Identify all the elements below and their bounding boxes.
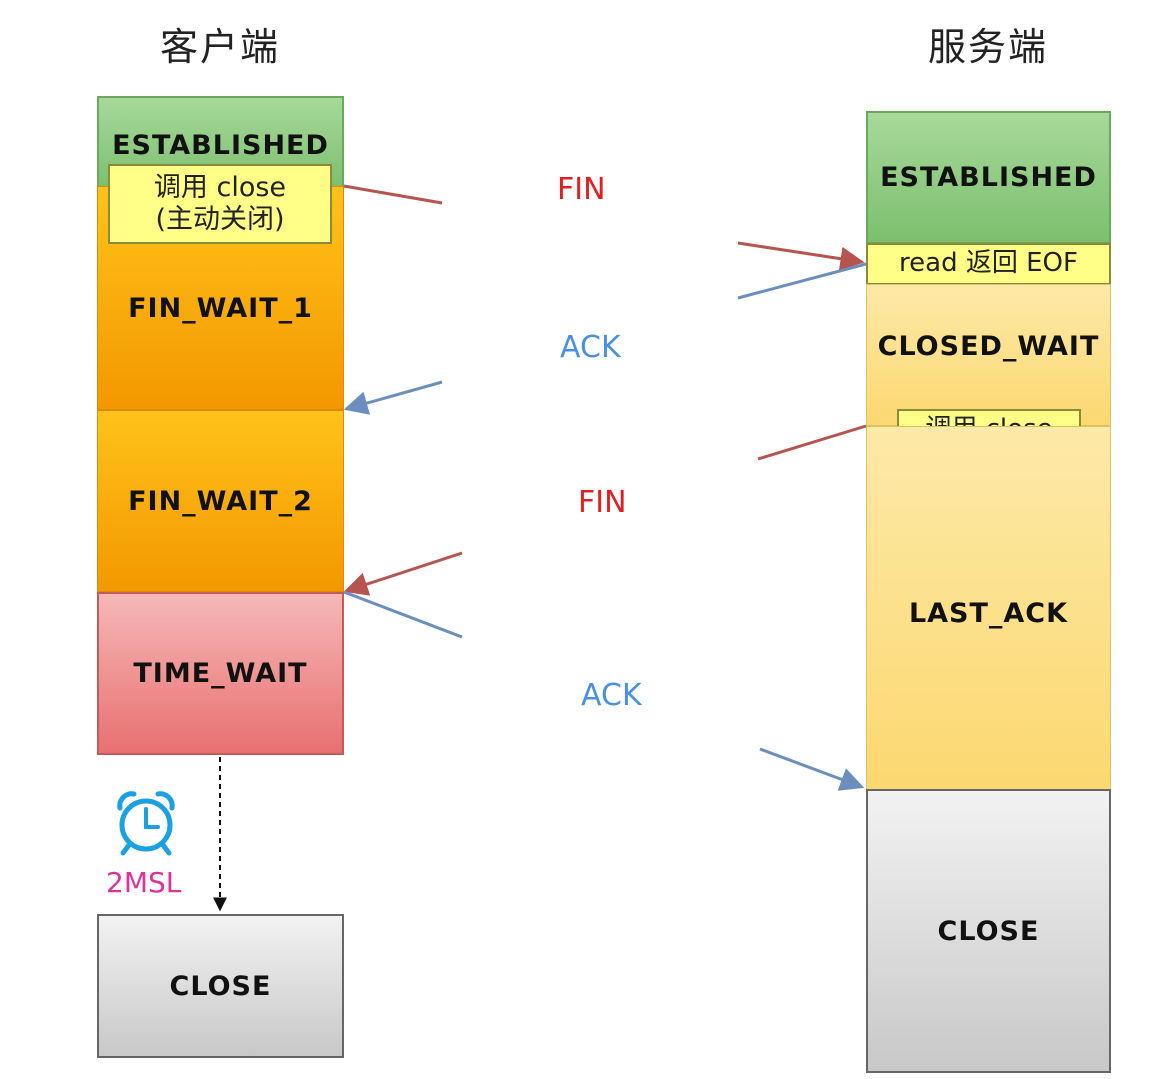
alarm-clock-icon [117,791,175,856]
client-state-fin-wait-2: FIN_WAIT_2 [97,410,344,592]
server-state-close: CLOSE [866,789,1111,1073]
ack-1-line-end [343,380,443,415]
ack-1-line-start [737,262,867,300]
client-close-note-line1: 调用 close [153,171,287,203]
client-title: 客户端 [160,25,281,69]
client-established-label: ESTABLISHED [112,130,329,161]
timer-label: 2MSL [106,866,182,899]
server-state-closed-wait: CLOSED_WAIT [866,284,1111,426]
fin-1-line-end [737,241,865,271]
fin-label-1: FIN [557,172,606,207]
client-fin-wait-2-label: FIN_WAIT_2 [128,485,313,517]
ack-label-1: ACK [560,330,621,365]
client-time-wait-label: TIME_WAIT [133,658,308,689]
ack-2-line-end [759,747,865,791]
ack-label-2: ACK [581,678,642,713]
client-close-note: 调用 close (主动关闭) [108,164,332,244]
fin-1-line-start [343,184,443,205]
fin-2-line-end [343,551,463,596]
server-state-established: ESTABLISHED [866,111,1111,244]
client-fin-wait-1-label: FIN_WAIT_1 [128,292,313,324]
server-state-last-ack: LAST_ACK [866,426,1111,790]
fin-2-line-start [757,424,867,461]
server-title: 服务端 [928,25,1049,69]
server-established-label: ESTABLISHED [880,162,1097,193]
server-read-eof-label: read 返回 EOF [899,248,1078,279]
server-closed-wait-label: CLOSED_WAIT [877,331,1100,362]
server-close-label: CLOSE [937,915,1040,947]
client-close-label: CLOSE [169,970,272,1002]
ack-2-line-start [343,590,463,639]
server-last-ack-label: LAST_ACK [908,597,1069,629]
fin-label-2: FIN [578,485,627,520]
client-state-close: CLOSE [97,914,344,1058]
client-state-time-wait: TIME_WAIT [97,592,344,755]
client-close-note-line2: (主动关闭) [155,204,285,235]
